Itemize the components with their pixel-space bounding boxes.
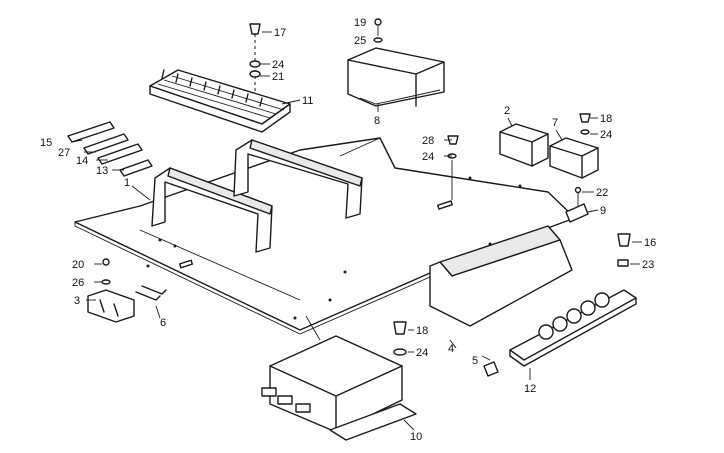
callout-24-b: 24 <box>422 151 434 163</box>
callout-7: 7 <box>552 117 558 129</box>
screw-17 <box>249 23 261 94</box>
callout-27: 27 <box>58 147 70 159</box>
callout-28: 28 <box>422 135 434 147</box>
callout-6: 6 <box>160 317 166 329</box>
callout-15: 15 <box>40 137 52 149</box>
bracket-right <box>233 139 363 219</box>
callout-4: 4 <box>448 343 454 355</box>
relay-7 <box>549 137 599 179</box>
callout-11: 11 <box>302 95 313 107</box>
screw-20 <box>101 258 111 285</box>
callout-20: 20 <box>72 259 84 271</box>
callout-21: 21 <box>272 71 284 83</box>
callout-labels: 1 2 3 4 5 6 7 8 9 10 11 12 13 14 15 16 1… <box>40 17 656 443</box>
callout-18-bottom: 18 <box>416 325 428 337</box>
angle-bracket <box>429 225 573 327</box>
fuse-set <box>67 121 153 177</box>
terminal-strip <box>509 289 637 367</box>
screw-16 <box>617 233 631 267</box>
callout-2: 2 <box>504 105 510 117</box>
callout-9: 9 <box>600 205 606 217</box>
callout-24-a: 24 <box>272 59 284 71</box>
fuse-box <box>149 69 291 133</box>
clip-set <box>135 285 167 301</box>
callout-3: 3 <box>74 295 80 307</box>
callout-22: 22 <box>596 187 608 199</box>
leader-lines <box>71 26 642 431</box>
screw-18-bottom <box>393 321 407 356</box>
callout-24-d: 24 <box>416 347 428 359</box>
bottom-unit <box>261 335 417 441</box>
callout-25: 25 <box>354 35 366 47</box>
callout-14: 14 <box>76 155 88 167</box>
callout-5: 5 <box>472 355 478 367</box>
callout-23: 23 <box>642 259 654 271</box>
callout-10: 10 <box>410 431 422 443</box>
relay-2 <box>499 123 549 167</box>
connector-block <box>87 289 135 323</box>
callout-12: 12 <box>524 383 536 395</box>
callout-16: 16 <box>644 237 656 249</box>
screw-19 <box>373 18 383 43</box>
screw-18-top <box>579 113 591 135</box>
callout-8: 8 <box>374 115 380 127</box>
callout-13: 13 <box>96 165 108 177</box>
screw-22 <box>565 186 589 223</box>
callout-18-top: 18 <box>600 113 612 125</box>
callout-26: 26 <box>72 277 84 289</box>
screw-5 <box>483 361 499 377</box>
callout-17: 17 <box>274 27 286 39</box>
control-unit <box>347 47 445 107</box>
callout-1: 1 <box>124 177 130 189</box>
callout-19: 19 <box>354 17 366 29</box>
callout-24-c: 24 <box>600 129 612 141</box>
